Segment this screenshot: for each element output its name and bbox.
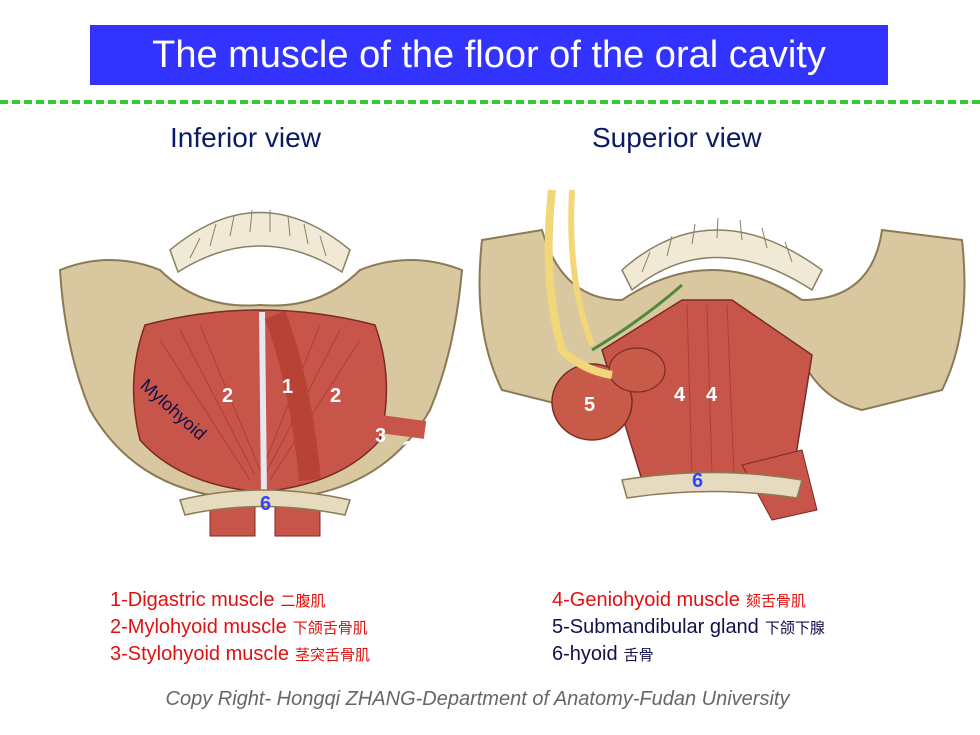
inferior-view-illustration: Mylohyoid 2 1 2 3 1 6 bbox=[50, 180, 470, 540]
label-superior-6: 6 bbox=[692, 470, 704, 492]
legend-left: 1-Digastric muscle 二腹肌 2-Mylohyoid muscle… bbox=[110, 587, 370, 668]
label-inferior-1b: 1 bbox=[402, 438, 414, 460]
label-inferior-2a: 2 bbox=[222, 385, 234, 407]
label-inferior-2b: 2 bbox=[330, 385, 342, 407]
dashed-divider bbox=[0, 100, 980, 104]
legend-item-stylohyoid: 3-Stylohyoid muscle 茎突舌骨肌 bbox=[110, 641, 370, 668]
legend-right: 4-Geniohyoid muscle 颏舌骨肌 5-Submandibular … bbox=[552, 587, 825, 668]
legend-item-chinese: 舌骨 bbox=[623, 646, 654, 664]
legend-item-chinese: 二腹肌 bbox=[280, 592, 326, 610]
legend-item-label: 3-Stylohyoid muscle bbox=[110, 643, 289, 665]
legend-item-label: 5-Submandibular gland bbox=[552, 616, 759, 638]
legend-item-geniohyoid: 4-Geniohyoid muscle 颏舌骨肌 bbox=[552, 587, 825, 614]
legend-item-label: 6-hyoid bbox=[552, 643, 618, 665]
legend-item-chinese: 下颌舌骨肌 bbox=[292, 619, 368, 637]
inferior-view-drawing bbox=[58, 209, 464, 537]
legend-item-chinese: 颏舌骨肌 bbox=[745, 592, 806, 610]
label-inferior-3: 3 bbox=[375, 425, 387, 447]
legend-item-mylohyoid: 2-Mylohyoid muscle 下颌舌骨肌 bbox=[110, 614, 370, 641]
copyright-footer: Copy Right- Hongqi ZHANG-Department of A… bbox=[165, 688, 790, 710]
superior-view-illustration: 5 4 4 6 bbox=[472, 180, 972, 535]
legend-item-label: 4-Geniohyoid muscle bbox=[552, 589, 740, 611]
superior-view-heading: Superior view bbox=[592, 122, 762, 153]
legend-item-chinese: 下颌下腺 bbox=[764, 619, 825, 637]
superior-view-drawing bbox=[478, 189, 966, 521]
legend-item-submandibular: 5-Submandibular gland 下颌下腺 bbox=[552, 614, 825, 641]
legend-item-chinese: 茎突舌骨肌 bbox=[294, 646, 370, 664]
legend-item-label: 1-Digastric muscle bbox=[110, 589, 275, 611]
slide-title: The muscle of the floor of the oral cavi… bbox=[90, 25, 888, 85]
label-superior-5: 5 bbox=[584, 394, 596, 416]
legend-item-hyoid: 6-hyoid 舌骨 bbox=[552, 641, 825, 668]
inferior-view-heading: Inferior view bbox=[170, 122, 321, 153]
label-superior-4a: 4 bbox=[674, 384, 686, 406]
label-superior-4b: 4 bbox=[706, 384, 718, 406]
legend-item-digastric: 1-Digastric muscle 二腹肌 bbox=[110, 587, 370, 614]
legend-item-label: 2-Mylohyoid muscle bbox=[110, 616, 287, 638]
label-inferior-6: 6 bbox=[260, 493, 272, 515]
label-inferior-1a: 1 bbox=[282, 376, 294, 398]
